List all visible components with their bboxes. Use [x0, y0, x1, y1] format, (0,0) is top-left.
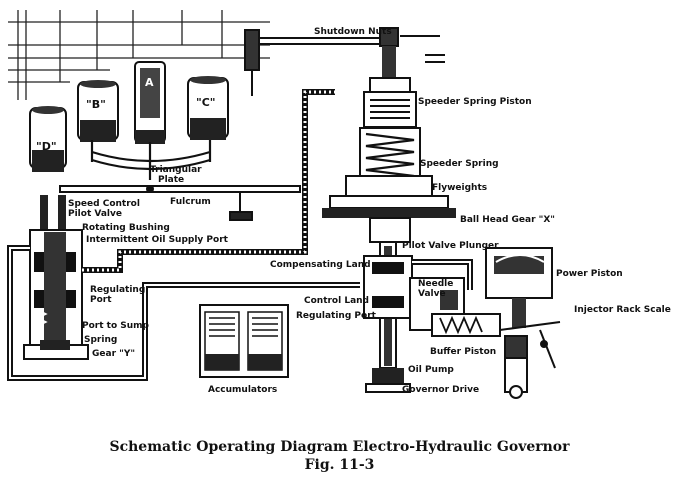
- label-oil-pump: Oil Pump: [408, 365, 454, 375]
- buffer-piston: [431, 313, 501, 337]
- governor-schematic-diagram: "B" A "C" "D" Triangular Plate Fulcrum: [7, 10, 671, 399]
- oil-line-right: [412, 259, 473, 290]
- figure-caption: Schematic Operating Diagram Electro-Hydr…: [0, 438, 679, 474]
- fulcrum-lever: [59, 185, 301, 221]
- oil-line-left-inner: [9, 247, 360, 379]
- triangular-plate: [90, 140, 212, 180]
- solenoid-d: [29, 106, 67, 172]
- injector-rack-linkage: [499, 321, 561, 399]
- solenoid-d-label: "D": [36, 140, 57, 153]
- solenoid-a: [134, 61, 166, 144]
- oil-supply-line: [82, 89, 335, 273]
- solenoid-a-label: A: [145, 76, 154, 89]
- label-gear-y: Gear "Y": [92, 349, 135, 359]
- accumulators: [199, 304, 289, 378]
- label-compensating-land: Compensating Land: [270, 260, 371, 270]
- label-accumulators: Accumulators: [208, 385, 277, 395]
- label-shutdown-nuts: Shutdown Nuts: [314, 27, 392, 37]
- label-power-piston: Power Piston: [556, 269, 623, 279]
- label-ball-head-gear: Ball Head Gear "X": [460, 215, 555, 225]
- label-regulating-port-left-1: Regulating: [90, 285, 145, 295]
- label-speeder-spring: Speeder Spring: [420, 159, 499, 169]
- speed-control-pilot-valve: [23, 195, 89, 360]
- fulcrum-label: Fulcrum: [170, 197, 211, 207]
- label-intermittent-oil-supply-port: Intermittent Oil Supply Port: [86, 235, 229, 245]
- label-port-to-sump: Port to Sump: [82, 321, 150, 331]
- wiring-grid: [8, 10, 270, 100]
- label-flyweights: Flyweights: [432, 183, 487, 193]
- triangular-plate-label-2: Plate: [158, 175, 184, 185]
- label-needle-valve-2: Valve: [418, 289, 446, 299]
- label-speeder-spring-piston: Speeder Spring Piston: [418, 97, 532, 107]
- label-rotating-bushing: Rotating Bushing: [82, 223, 170, 233]
- caption-title: Schematic Operating Diagram Electro-Hydr…: [109, 439, 570, 455]
- solenoid-b-label: "B": [86, 98, 106, 111]
- label-regulating-port-right: Regulating Port: [296, 311, 377, 321]
- label-buffer-piston: Buffer Piston: [430, 347, 496, 357]
- label-speed-control-1: Speed Control: [68, 199, 140, 209]
- label-governor-drive: Governor Drive: [402, 385, 479, 395]
- caption-figure-number: Fig. 11-3: [304, 457, 375, 473]
- triangular-plate-label-1: Triangular: [150, 165, 202, 175]
- label-needle-valve-1: Needle: [418, 279, 453, 289]
- solenoid-b: [77, 80, 119, 142]
- label-control-land: Control Land: [304, 296, 369, 306]
- shutdown-lever: [244, 27, 445, 96]
- label-regulating-port-left-2: Port: [90, 295, 112, 305]
- label-injector-rack-scale: Injector Rack Scale: [574, 305, 671, 315]
- solenoid-c-label: "C": [196, 96, 216, 109]
- label-pilot-valve-plunger: Pilot Valve Plunger: [402, 241, 499, 251]
- label-speed-control-2: Pilot Valve: [68, 209, 122, 219]
- solenoid-c: [187, 76, 229, 140]
- label-spring: Spring: [84, 335, 117, 345]
- power-piston: [485, 247, 553, 328]
